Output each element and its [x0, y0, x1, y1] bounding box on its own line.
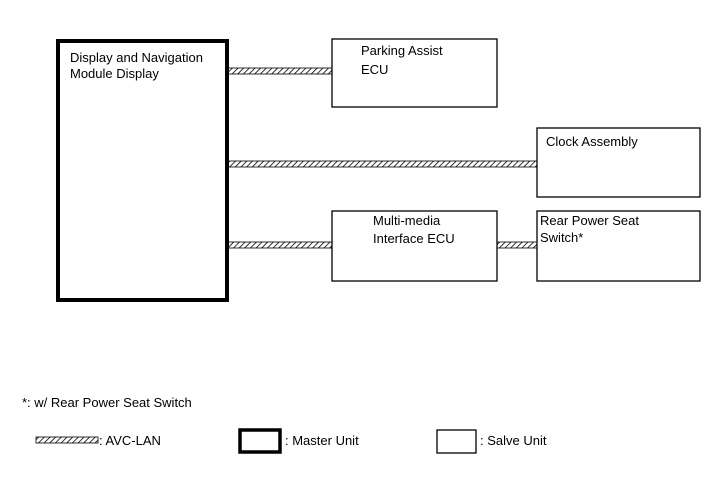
legend-master-swatch — [238, 428, 282, 454]
footnote: *: w/ Rear Power Seat Switch — [22, 395, 192, 410]
rear-power-seat-label-line2: Switch* — [540, 230, 583, 245]
parking-assist-label-line2: ECU — [361, 62, 388, 77]
avc-lan-line-multimedia — [226, 241, 333, 249]
avc-lan-line-clock — [226, 160, 538, 168]
clock-assembly-label: Clock Assembly — [546, 134, 638, 149]
legend-avc-lan-label: : AVC-LAN — [99, 433, 161, 448]
master-unit-label-line1: Display and Navigation — [70, 50, 203, 65]
slave-unit-parking-assist: Parking Assist ECU — [331, 38, 498, 108]
avc-lan-line-rear-seat — [496, 241, 538, 249]
multimedia-label-line1: Multi-media — [373, 213, 441, 228]
legend-avc-lan-swatch — [35, 436, 99, 444]
master-unit-display-navigation: Display and Navigation Module Display — [56, 39, 229, 302]
legend-slave-swatch — [436, 429, 477, 454]
slave-unit-multimedia: Multi-media Interface ECU — [331, 210, 498, 282]
clock-assembly-box — [536, 127, 701, 198]
legend-master-label: : Master Unit — [285, 433, 359, 448]
parking-assist-box — [331, 38, 498, 108]
parking-assist-label-line1: Parking Assist — [361, 43, 443, 58]
avc-lan-line-parking — [226, 67, 333, 75]
legend-slave-label: : Salve Unit — [480, 433, 547, 448]
master-unit-label-line2: Module Display — [70, 66, 159, 81]
legend: : AVC-LAN : Master Unit : Salve Unit — [35, 428, 547, 454]
master-unit-box — [56, 39, 229, 302]
slave-unit-clock: Clock Assembly — [536, 127, 701, 198]
slave-unit-rear-power-seat: Rear Power Seat Switch* — [536, 210, 701, 282]
multimedia-label-line2: Interface ECU — [373, 231, 455, 246]
multimedia-box — [331, 210, 498, 282]
rear-power-seat-label-line1: Rear Power Seat — [540, 213, 639, 228]
rear-power-seat-box — [536, 210, 701, 282]
